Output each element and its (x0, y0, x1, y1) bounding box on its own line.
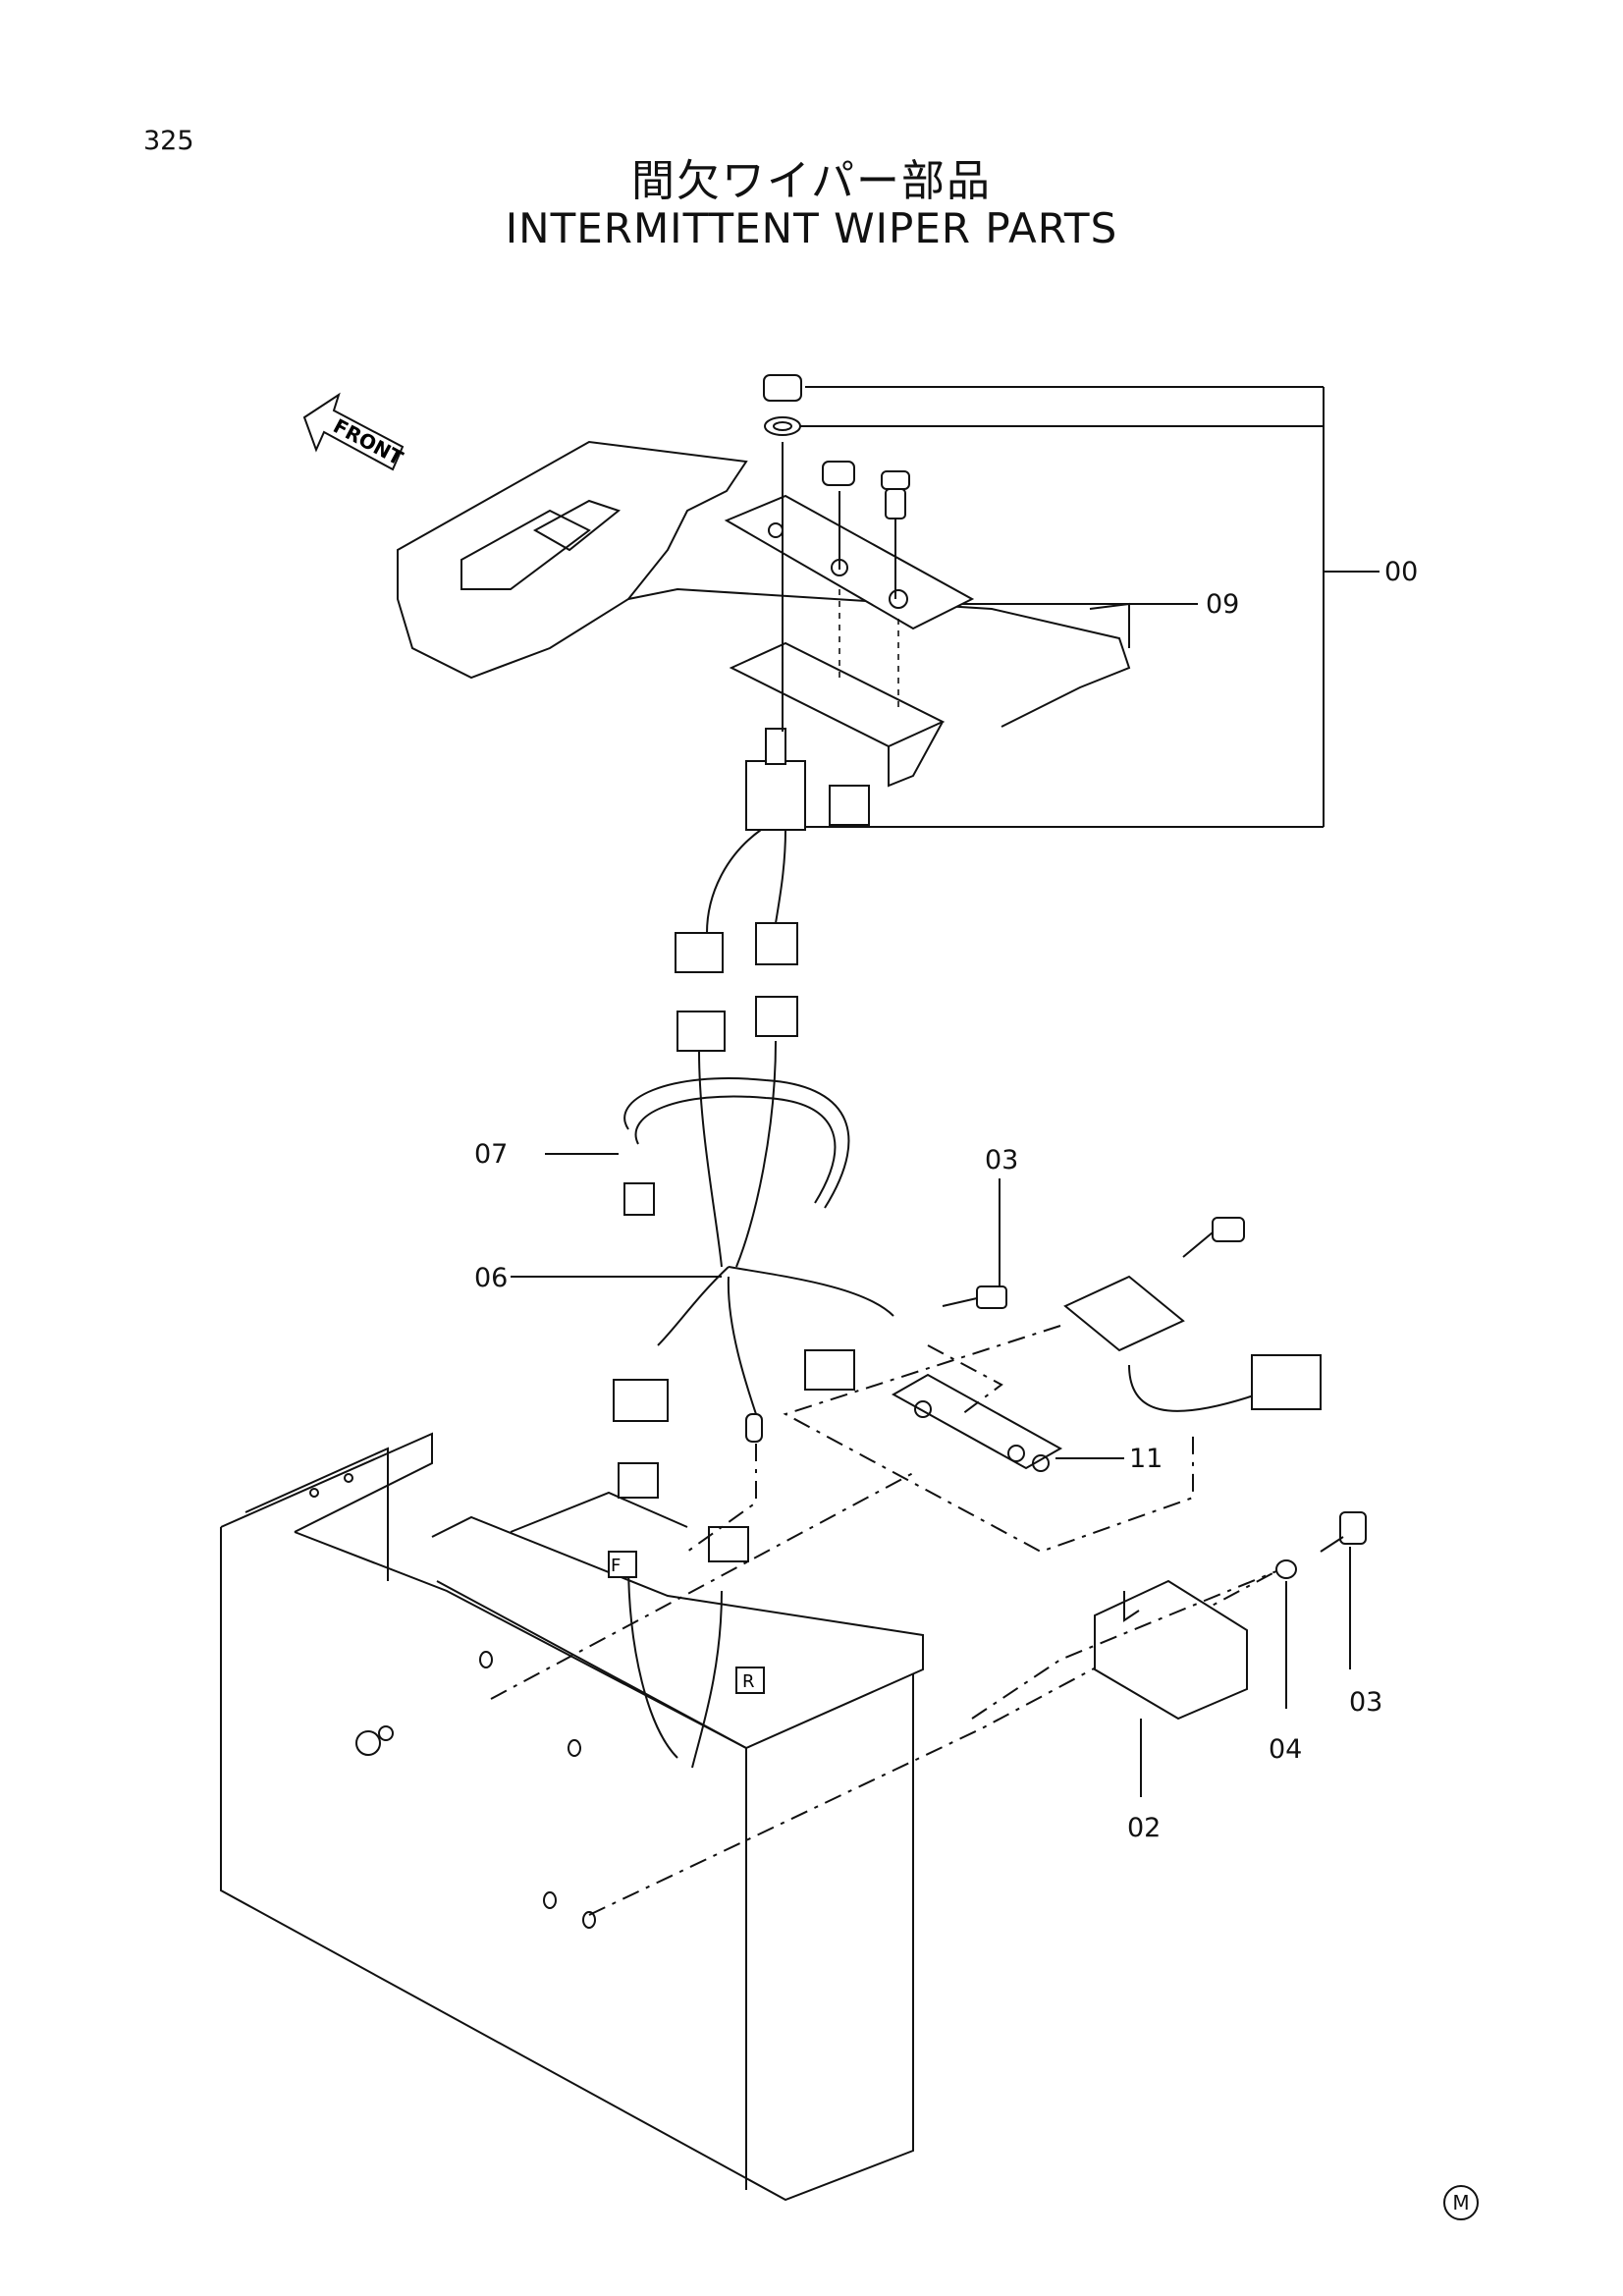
corner-mark: M (1443, 2185, 1479, 2220)
callout-11: 11 (1129, 1444, 1163, 1474)
connector-tag-front: F (611, 1556, 621, 1576)
switch-knobs (763, 374, 910, 519)
callout-07: 07 (474, 1139, 508, 1170)
console-panel (397, 440, 1131, 728)
cable-band (623, 1077, 850, 1216)
upper-connectors (675, 829, 798, 1052)
callout-03-upper: 03 (985, 1145, 1018, 1175)
callout-09: 09 (1206, 589, 1239, 620)
lower-console-box: F R (220, 1432, 1277, 2202)
switch-plate (724, 494, 975, 630)
switch-bracket (729, 442, 946, 831)
callout-04: 04 (1269, 1734, 1302, 1765)
cover-and-screw (971, 1511, 1367, 1721)
callout-02: 02 (1127, 1813, 1161, 1843)
callout-00: 00 (1384, 557, 1418, 587)
title-english: INTERMITTENT WIPER PARTS (505, 204, 1118, 252)
callout-06: 06 (474, 1263, 508, 1293)
front-direction-arrow: FRONT (302, 392, 407, 471)
page-number: 325 (143, 126, 194, 156)
leader-lines (511, 386, 1380, 1797)
connector-tag-rear: R (742, 1671, 755, 1692)
title-japanese: 間欠ワイパー部品 (630, 156, 993, 206)
wire-harness (613, 1040, 894, 1443)
mounting-hardware (783, 1178, 1322, 1554)
callout-03-lower: 03 (1349, 1687, 1382, 1718)
